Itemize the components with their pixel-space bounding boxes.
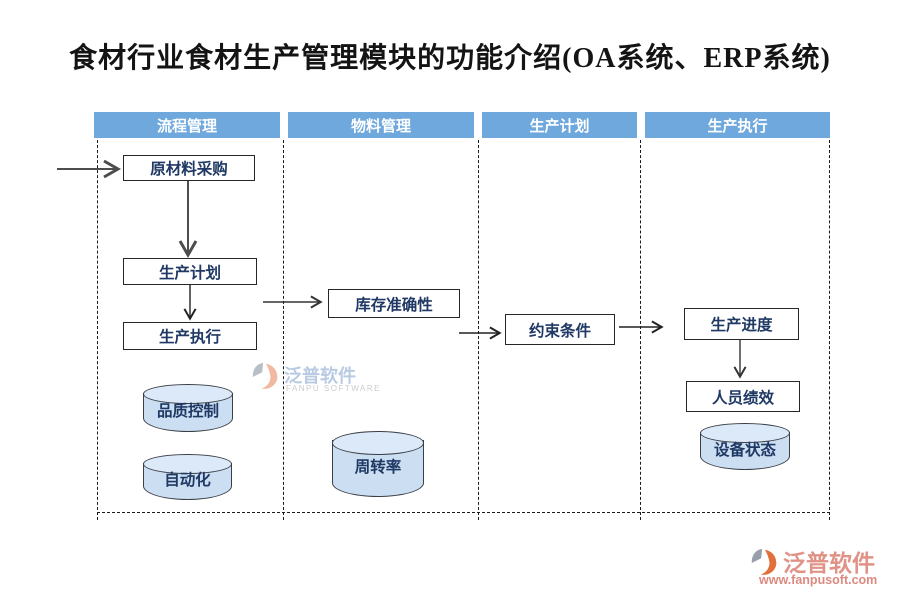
node-production-progress: 生产进度 [684, 308, 799, 340]
cylinder-top [143, 454, 232, 474]
watermark-brand: 泛普软件 [284, 366, 356, 386]
cylinder-top [700, 423, 790, 443]
column-header-production-planning: 生产计划 [482, 112, 637, 138]
column-header-process-management: 流程管理 [94, 112, 280, 138]
cylinder-top [332, 431, 424, 455]
lane-border-right [829, 140, 830, 520]
cylinder-automation: 自动化 [143, 454, 232, 500]
cylinder-label: 周转率 [354, 458, 402, 476]
cylinder-label: 设备状态 [713, 441, 776, 459]
node-inventory-accuracy: 库存准确性 [328, 289, 460, 318]
node-production-execution: 生产执行 [123, 322, 257, 350]
lane-border-bottom [97, 512, 830, 513]
arrow-plan-to-execution [183, 284, 197, 321]
arrow-raw-material-to-plan [178, 179, 198, 259]
arrow-external-input [57, 159, 122, 179]
lane-border-1 [283, 140, 284, 520]
cylinder-turnover-rate: 周转率 [332, 431, 424, 497]
cylinder-top [143, 384, 233, 404]
cylinder-quality-control: 品质控制 [143, 384, 233, 432]
lane-border-2 [478, 140, 479, 520]
arrow-to-constraints [459, 326, 502, 340]
footer-brand-url: www.fanpusoft.com [759, 573, 878, 587]
node-raw-material-procurement: 原材料采购 [123, 155, 255, 181]
node-production-plan: 生产计划 [123, 258, 257, 285]
footer-brand-name: 泛普软件 [783, 550, 875, 576]
fanpu-logo-icon [751, 548, 777, 575]
page-title: 食材行业食材生产管理模块的功能介绍(OA系统、ERP系统) [69, 43, 831, 74]
node-personnel-performance: 人员绩效 [686, 381, 800, 412]
lane-border-3 [640, 140, 641, 520]
cylinder-equipment-status: 设备状态 [700, 423, 790, 470]
column-header-production-execution: 生产执行 [645, 112, 830, 138]
cylinder-label: 自动化 [164, 471, 211, 489]
watermark: 泛普软件 FANPU SOFTWARE [250, 360, 379, 400]
arrow-progress-to-personnel [733, 338, 747, 379]
node-constraints: 约束条件 [505, 314, 615, 345]
arrow-to-inventory-accuracy [263, 295, 323, 309]
fanpu-logo-icon [252, 362, 278, 389]
watermark-subtitle: FANPU SOFTWARE [286, 384, 381, 393]
arrow-to-production-progress [619, 320, 664, 334]
lane-border-left [97, 140, 98, 520]
column-header-material-management: 物料管理 [288, 112, 474, 138]
cylinder-label: 品质控制 [156, 402, 219, 420]
footer-brand-block: 泛普软件 www.fanpusoft.com [745, 544, 895, 590]
